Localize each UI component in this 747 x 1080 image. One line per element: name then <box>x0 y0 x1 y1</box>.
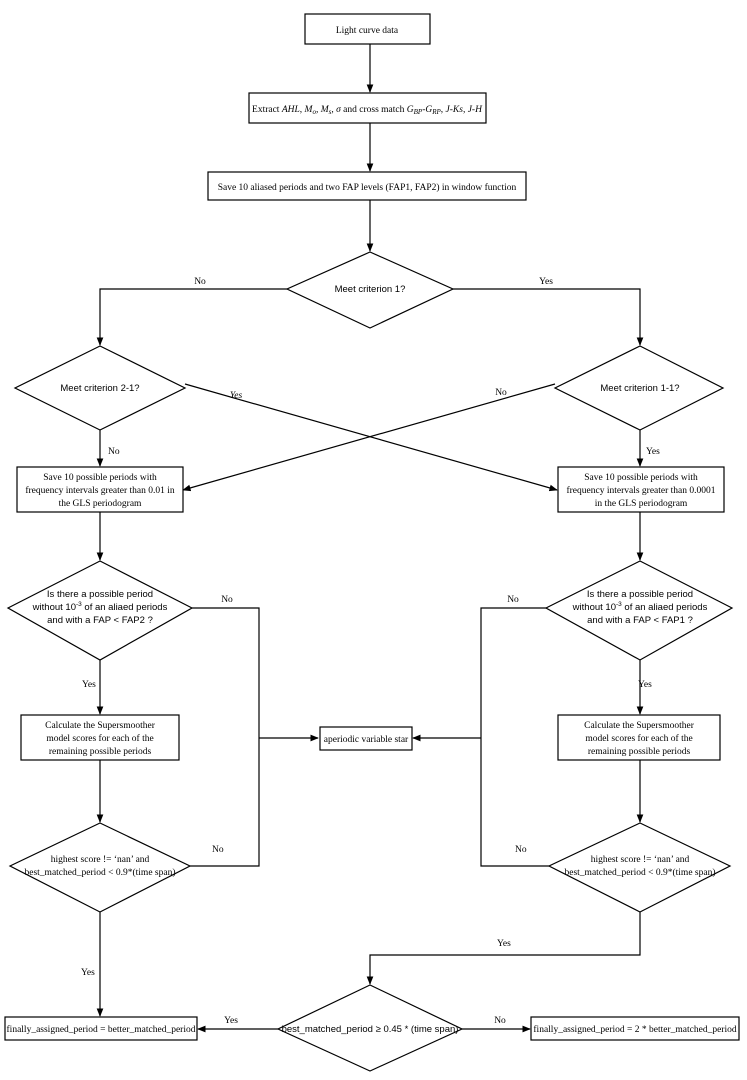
label-c11-no: No <box>495 388 507 398</box>
final-right-text: finally_assigned_period = 2 * better_mat… <box>533 1024 736 1035</box>
label-sl-yes: Yes <box>81 968 95 978</box>
save-left-line-1: Save 10 possible periods with <box>43 473 157 483</box>
node-save-left: Save 10 possible periods with frequency … <box>16 466 184 513</box>
label-c1-yes: Yes <box>539 277 553 287</box>
node-save-aliased: Save 10 aliased periods and two FAP leve… <box>207 171 527 201</box>
node-final-question: best_matched_period ≥ 0.45 * (time span) <box>276 984 464 1072</box>
label-final-yes: Yes <box>224 1016 238 1026</box>
label-c1-no: No <box>194 277 206 287</box>
label-qr-yes: Yes <box>638 680 652 690</box>
q-right-line-1: Is there a possible period <box>587 589 693 600</box>
save-left-line-2: frequency intervals greater than 0.01 in <box>25 485 175 496</box>
label-final-no: No <box>494 1016 506 1026</box>
node-q-right: Is there a possible period without 10-3 … <box>544 560 734 661</box>
node-final-right: finally_assigned_period = 2 * better_mat… <box>530 1016 740 1041</box>
label-qr-no: No <box>507 595 519 605</box>
extract-text: Extract AHL, Mo, Ms, σ and cross match G… <box>252 105 483 116</box>
save-right-line-3: in the GLS periodogram <box>595 499 688 509</box>
aperiodic-text: aperiodic variable star <box>324 735 409 745</box>
label-sl-no: No <box>212 845 224 855</box>
final-question-text: best_matched_period ≥ 0.45 * (time span) <box>282 1024 459 1035</box>
node-q-left: Is there a possible period without 10-3 … <box>6 560 194 661</box>
label-ql-no: No <box>221 595 233 605</box>
node-light-curve: Light curve data <box>304 13 431 45</box>
edge-scoreleft-no <box>190 738 260 867</box>
edge-scoreright-yes <box>366 912 641 985</box>
node-final-left: finally_assigned_period = better_matched… <box>4 1016 198 1041</box>
calc-right-line-1: Calculate the Supersmoother <box>584 721 695 731</box>
calc-left-line-1: Calculate the Supersmoother <box>45 721 156 731</box>
edge-scoreright-no <box>480 738 549 867</box>
calc-left-line-2: model scores for each of the <box>46 733 153 744</box>
calc-left-line-3: remaining possible periods <box>49 747 152 757</box>
light-curve-text: Light curve data <box>336 26 399 36</box>
final-left-text: finally_assigned_period = better_matched… <box>7 1024 196 1035</box>
node-score-left: highest score != ‘nan’ and best_matched_… <box>8 822 192 913</box>
node-criterion-2-1: Meet criterion 2-1? <box>13 345 187 431</box>
node-calc-right: Calculate the Supersmoother model scores… <box>557 714 721 761</box>
edge-c11-no <box>182 383 556 492</box>
node-score-right: highest score != ‘nan’ and best_matched_… <box>547 822 732 913</box>
q-left-line-1: Is there a possible period <box>47 589 153 600</box>
save-right-line-1: Save 10 possible periods with <box>584 473 698 483</box>
node-calc-left: Calculate the Supersmoother model scores… <box>20 714 180 761</box>
node-extract: Extract AHL, Mo, Ms, σ and cross match G… <box>248 92 487 124</box>
q-right-line-2: without 10-3 of an aliaed periods <box>572 601 708 613</box>
edge-labels: No Yes Yes No No Yes No Yes No Yes No Ye… <box>81 277 660 1026</box>
criterion11-text: Meet criterion 1-1? <box>600 383 679 394</box>
label-c11-yes: Yes <box>646 447 660 457</box>
criterion1-text: Meet criterion 1? <box>335 284 406 295</box>
save-aliased-text: Save 10 aliased periods and two FAP leve… <box>218 182 517 193</box>
score-left-line-1: highest score != ‘nan’ and <box>51 855 150 865</box>
label-sr-no: No <box>515 845 527 855</box>
save-right-line-2: frequency intervals greater than 0.0001 <box>566 485 715 496</box>
node-criterion-1-1: Meet criterion 1-1? <box>553 345 725 431</box>
calc-right-line-2: model scores for each of the <box>585 733 692 744</box>
edge-qright-no <box>480 607 546 738</box>
node-aperiodic: aperiodic variable star <box>319 726 413 751</box>
q-left-line-3: and with a FAP < FAP2 ? <box>47 615 153 626</box>
edge-c1-yes <box>453 288 644 346</box>
connectors <box>96 44 644 1033</box>
q-left-line-2: without 10-3 of an aliaed periods <box>32 601 168 613</box>
label-ql-yes: Yes <box>82 680 96 690</box>
criterion21-text: Meet criterion 2-1? <box>60 383 139 394</box>
edge-qleft-no <box>192 607 260 738</box>
score-right-line-2: best_matched_period < 0.9*(time span) <box>565 867 716 878</box>
label-sr-yes: Yes <box>497 939 511 949</box>
label-c21-yes: Yes <box>230 391 243 401</box>
label-c21-no: No <box>108 447 120 457</box>
node-criterion-1: Meet criterion 1? <box>285 251 455 329</box>
edge-c1-no <box>96 288 287 346</box>
score-left-line-2: best_matched_period < 0.9*(time span) <box>25 867 176 878</box>
score-right-line-1: highest score != ‘nan’ and <box>591 855 690 865</box>
node-save-right: Save 10 possible periods with frequency … <box>557 466 725 513</box>
q-right-line-3: and with a FAP < FAP1 ? <box>587 615 693 626</box>
calc-right-line-3: remaining possible periods <box>588 747 691 757</box>
save-left-line-3: the GLS periodogram <box>59 499 142 509</box>
